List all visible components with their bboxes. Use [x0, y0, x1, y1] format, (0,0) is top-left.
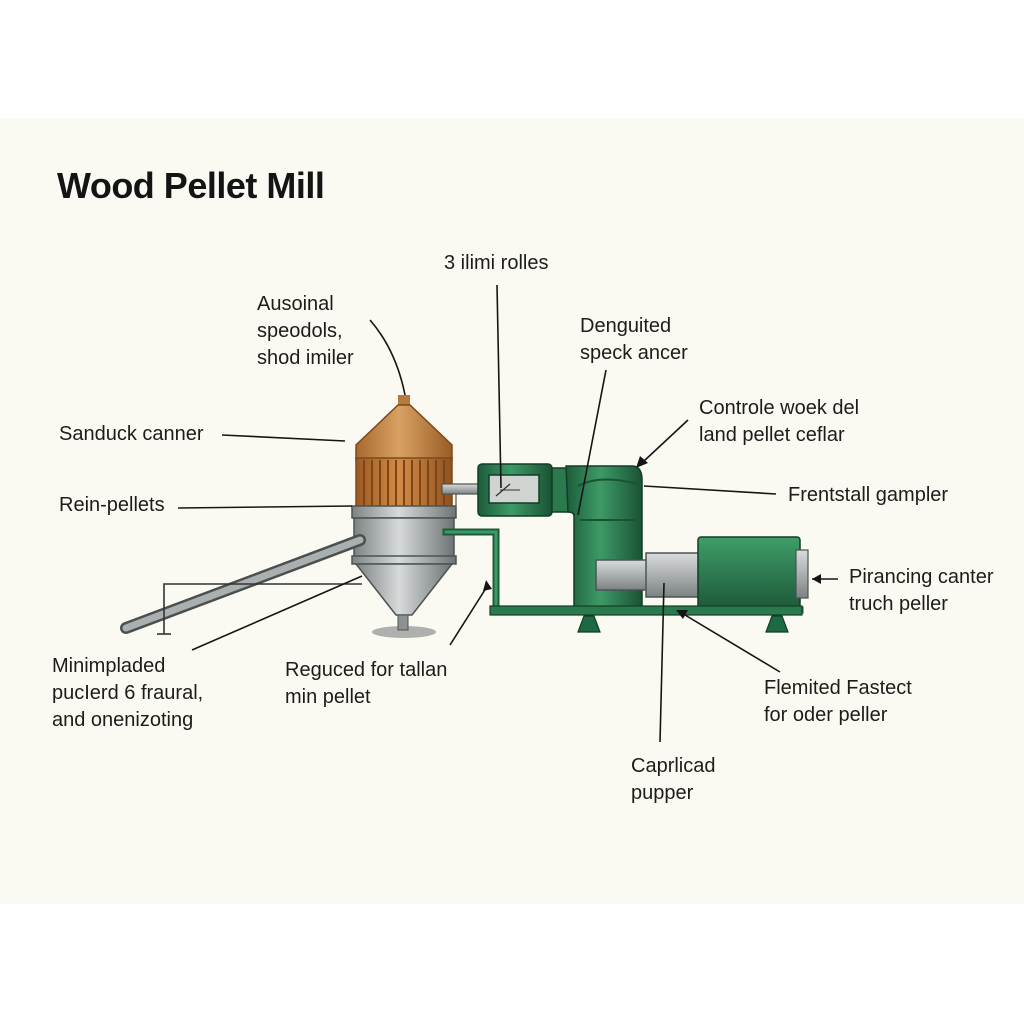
inclined-conveyor: [120, 534, 366, 635]
label-rollers: 3 ilimi rolles: [444, 250, 548, 277]
label-line: land pellet ceflar: [699, 424, 845, 446]
label-sanduck: Sanduck canner: [59, 421, 204, 448]
motor: [595, 536, 809, 612]
label-line: Controle woek del: [699, 397, 860, 419]
label-rein: Rein-pellets: [59, 492, 165, 519]
label-line: speck ancer: [580, 342, 688, 364]
label-line: Caprlicad: [631, 755, 716, 777]
label-line: 3 ilimi rolles: [444, 252, 549, 274]
base-frame: [489, 605, 803, 633]
label-frentstall: Frentstall gampler: [788, 482, 948, 509]
label-line: Frentstall gampler: [788, 484, 949, 506]
label-line: pupper: [631, 782, 694, 804]
hopper-shadow: [372, 626, 436, 638]
label-line: speodols,: [257, 320, 343, 342]
label-line: for oder peller: [764, 704, 888, 726]
arrowheads: [483, 456, 821, 619]
label-capricad: Caprlicad pupper: [631, 753, 715, 807]
label-line: Pirancing canter: [849, 566, 994, 588]
label-line: Ausoinal: [257, 293, 334, 315]
label-flemited: Flemited Fastect for oder peller: [764, 675, 912, 729]
label-denguited: Denguited speck ancer: [580, 313, 688, 367]
page-title: Wood Pellet Mill: [57, 165, 325, 206]
label-pirancing: Pirancing canter truch peller: [849, 564, 994, 618]
label-line: and onenizoting: [52, 709, 194, 731]
label-line: Reguced for tallan: [285, 659, 448, 681]
label-line: Minimpladed: [52, 655, 166, 677]
label-controle: Controle woek del land pellet ceflar: [699, 395, 859, 449]
label-line: Sanduck canner: [59, 423, 204, 445]
label-line: shod imiler: [257, 347, 354, 369]
label-reguced: Reguced for tallan min pellet: [285, 657, 447, 711]
leader-lines: [177, 284, 838, 743]
label-ausoinal: Ausoinal speodols, shod imiler: [257, 291, 354, 372]
hopper: [351, 395, 457, 631]
label-line: min pellet: [285, 686, 371, 708]
drive-shaft: [441, 483, 483, 495]
label-minimpladed: Minimpladed pucIerd 6 fraural, and oneni…: [52, 653, 203, 734]
label-line: Flemited Fastect: [764, 677, 912, 699]
label-line: truch peller: [849, 593, 948, 615]
pellet-die-housing: [477, 463, 569, 517]
label-line: Denguited: [580, 315, 672, 337]
label-line: Rein-pellets: [59, 494, 165, 516]
label-line: pucIerd 6 fraural,: [52, 682, 204, 704]
